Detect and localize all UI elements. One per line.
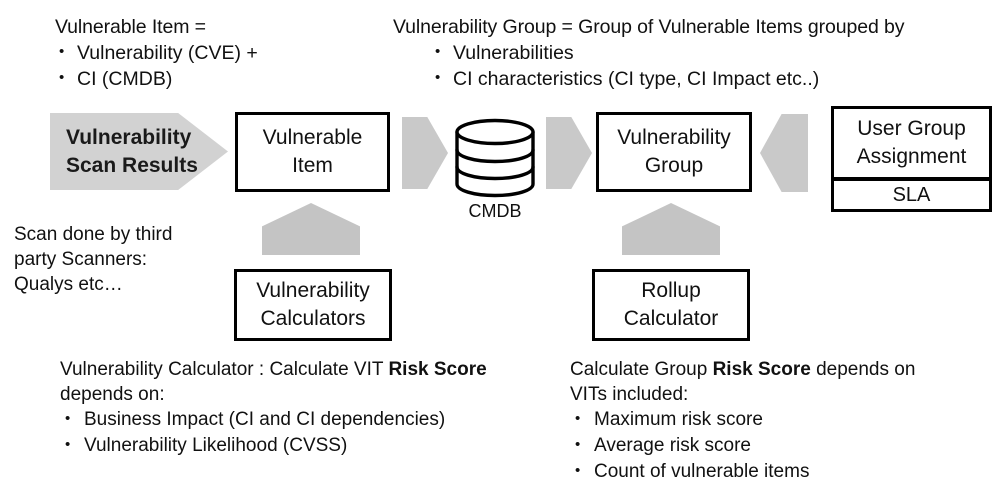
definition-vulnerable-item-heading: Vulnerable Item = — [55, 16, 206, 38]
list-item: Vulnerability Likelihood (CVSS) — [60, 432, 487, 459]
rollup-calculator-box: Rollup Calculator — [592, 269, 750, 341]
flow-arrow-cmdb-to-group-icon — [546, 117, 592, 189]
rollup-calculator-note-heading: Calculate Group Risk Score depends on — [570, 357, 915, 382]
scan-source-note-line-1: Scan done by third — [14, 224, 173, 245]
vulnerability-calculators-box: Vulnerability Calculators — [234, 269, 392, 341]
note-head-pre: Vulnerability Calculator : Calculate VIT — [60, 359, 389, 380]
list-item: Maximum risk score — [570, 406, 915, 433]
vulnerability-calculator-note-heading: Vulnerability Calculator : Calculate VIT… — [60, 357, 487, 382]
vulnerability-calculator-note-subheading: depends on: — [60, 384, 165, 405]
list-item: Count of vulnerable items — [570, 458, 915, 477]
sla-box: SLA — [831, 178, 992, 212]
vulnerability-scan-results-banner: Vulnerability Scan Results — [50, 113, 228, 190]
list-item: Business Impact (CI and CI dependencies) — [60, 406, 487, 433]
note-head-bold: Risk Score — [712, 359, 811, 380]
definition-vulnerable-item-list: Vulnerability (CVE) + CI (CMDB) — [55, 39, 258, 92]
rollup-calculator-note-list: Maximum risk score Average risk score Co… — [570, 406, 915, 477]
scan-source-note-line-3: Qualys etc… — [14, 274, 123, 295]
vulnerability-calculator-note-list: Business Impact (CI and CI dependencies)… — [60, 406, 487, 459]
cmdb-database: CMDB — [452, 118, 538, 222]
note-head-post: depends on — [810, 359, 916, 380]
definition-vulnerability-group-list: Vulnerabilities CI characteristics (CI t… — [393, 39, 904, 92]
list-item: CI (CMDB) — [55, 65, 258, 92]
definition-vulnerability-group: Vulnerability Group = Group of Vulnerabl… — [393, 14, 905, 92]
scan-source-note: Scan done by third party Scanners: Qualy… — [14, 222, 172, 297]
note-head-pre: Calculate Group — [570, 359, 713, 380]
list-item: Vulnerabilities — [431, 39, 904, 66]
definition-vulnerability-group-heading: Vulnerability Group = Group of Vulnerabl… — [393, 16, 905, 38]
cmdb-caption: CMDB — [468, 201, 522, 221]
scan-source-note-line-2: party Scanners: — [14, 249, 148, 270]
arrow-up-to-vulnerable-item-icon — [262, 203, 360, 255]
user-group-assignment-box: User Group Assignment — [831, 106, 992, 180]
rollup-calculator-note-subheading: VITs included: — [570, 384, 689, 405]
list-item: CI characteristics (CI type, CI Impact e… — [431, 65, 904, 92]
vulnerable-item-box: Vulnerable Item — [235, 112, 390, 192]
arrow-up-to-vulnerability-group-icon — [622, 203, 720, 255]
note-head-bold: Risk Score — [388, 359, 487, 380]
vulnerability-calculator-note: Vulnerability Calculator : Calculate VIT… — [60, 357, 487, 459]
flow-arrow-usergroup-to-group-icon — [760, 114, 808, 192]
database-cylinder-icon — [455, 118, 535, 198]
rollup-calculator-note: Calculate Group Risk Score depends on VI… — [570, 357, 915, 477]
definition-vulnerable-item: Vulnerable Item = Vulnerability (CVE) + … — [55, 14, 258, 92]
vulnerability-scan-results-label: Vulnerability Scan Results — [66, 125, 198, 177]
flow-arrow-item-to-cmdb-icon — [402, 117, 448, 189]
list-item: Vulnerability (CVE) + — [55, 39, 258, 66]
list-item: Average risk score — [570, 432, 915, 459]
vulnerability-group-box: Vulnerability Group — [596, 112, 752, 192]
